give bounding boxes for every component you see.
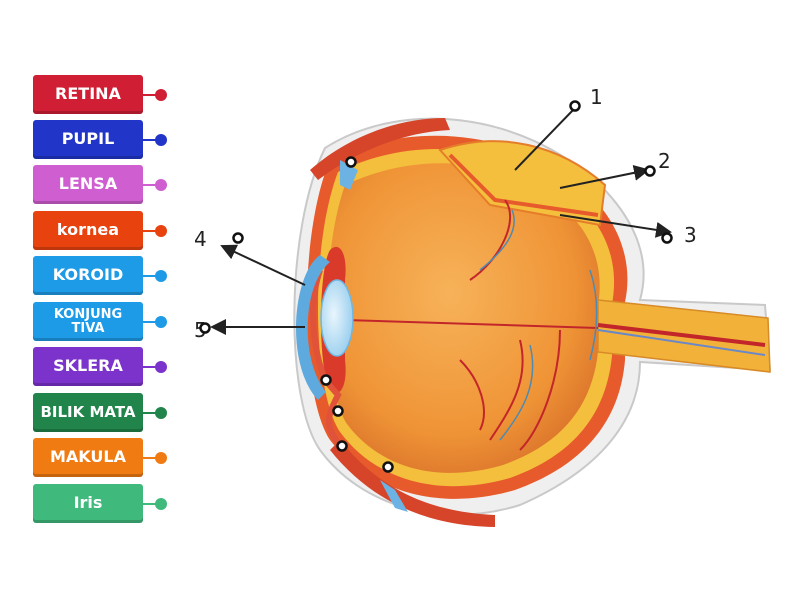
drag-handle-dot[interactable]	[155, 316, 167, 328]
pointer-line-4	[220, 244, 306, 286]
pointer-line-3	[559, 214, 672, 238]
label-tile-makula[interactable]: MAKULA	[33, 438, 143, 477]
label-tile-pupil[interactable]: PUPIL	[33, 120, 143, 159]
tile-connector	[143, 230, 159, 232]
drop-target-4[interactable]	[232, 232, 244, 244]
label-tile-lensa[interactable]: LENSA	[33, 165, 143, 204]
label-tile-kornea[interactable]: kornea	[33, 211, 143, 250]
drop-target-9[interactable]	[336, 440, 348, 452]
marker-number-2: 2	[658, 149, 671, 173]
label-text: PUPIL	[61, 129, 115, 149]
label-text: SKLERA	[53, 356, 123, 376]
label-tile-konjungtiva[interactable]: KONJUNG TIVA	[33, 302, 143, 341]
tile-connector	[143, 503, 159, 505]
label-tile-sklera[interactable]: SKLERA	[33, 347, 143, 386]
drop-target-2[interactable]	[644, 165, 656, 177]
marker-number-1: 1	[590, 85, 603, 109]
pointer-line-2	[559, 164, 650, 189]
drag-handle-dot[interactable]	[155, 179, 167, 191]
cornea-shape	[296, 255, 330, 400]
tile-connector	[143, 366, 159, 368]
tile-connector	[143, 94, 159, 96]
conjunctiva-bottom	[380, 480, 408, 512]
label-text: BILIK MATA	[40, 402, 136, 421]
drop-target-3[interactable]	[661, 232, 673, 244]
tile-connector	[143, 275, 159, 277]
marker-number-4: 4	[194, 227, 207, 251]
drag-handle-dot[interactable]	[155, 407, 167, 419]
label-tile-retina[interactable]: RETINA	[33, 75, 143, 114]
drag-handle-dot[interactable]	[155, 498, 167, 510]
drop-target-5[interactable]	[199, 322, 211, 334]
tile-connector	[143, 321, 159, 323]
label-text: KONJUNG TIVA	[53, 306, 123, 336]
eyeball-shape	[327, 163, 600, 473]
drop-target-1[interactable]	[569, 100, 581, 112]
drop-target-7[interactable]	[320, 374, 332, 386]
tile-connector	[143, 184, 159, 186]
drag-handle-dot[interactable]	[155, 361, 167, 373]
marker-number-3: 3	[684, 223, 697, 247]
label-tile-bilik-mata[interactable]: BILIK MATA	[33, 393, 143, 432]
label-tile-koroid[interactable]: KOROID	[33, 256, 143, 295]
drag-handle-dot[interactable]	[155, 270, 167, 282]
drag-handle-dot[interactable]	[155, 452, 167, 464]
tile-connector	[143, 457, 159, 459]
tile-connector	[143, 139, 159, 141]
label-tile-iris[interactable]: Iris	[33, 484, 143, 523]
pointer-line-1	[514, 107, 576, 171]
drag-handle-dot[interactable]	[155, 134, 167, 146]
drop-target-8[interactable]	[332, 405, 344, 417]
label-text: Iris	[73, 493, 103, 513]
cutaway-notch	[438, 140, 607, 227]
blood-vessels	[344, 199, 599, 451]
drop-target-10[interactable]	[382, 461, 394, 473]
muscle-top	[310, 118, 450, 180]
label-text: RETINA	[55, 84, 121, 104]
label-text: KOROID	[52, 265, 124, 285]
label-text: MAKULA	[50, 447, 126, 467]
lens-shape	[320, 279, 354, 357]
label-text: kornea	[56, 220, 120, 240]
drag-handle-dot[interactable]	[155, 225, 167, 237]
tile-connector	[143, 412, 159, 414]
drop-target-6[interactable]	[345, 156, 357, 168]
label-text: LENSA	[58, 174, 118, 194]
drag-handle-dot[interactable]	[155, 89, 167, 101]
conjunctiva-top	[340, 160, 358, 190]
